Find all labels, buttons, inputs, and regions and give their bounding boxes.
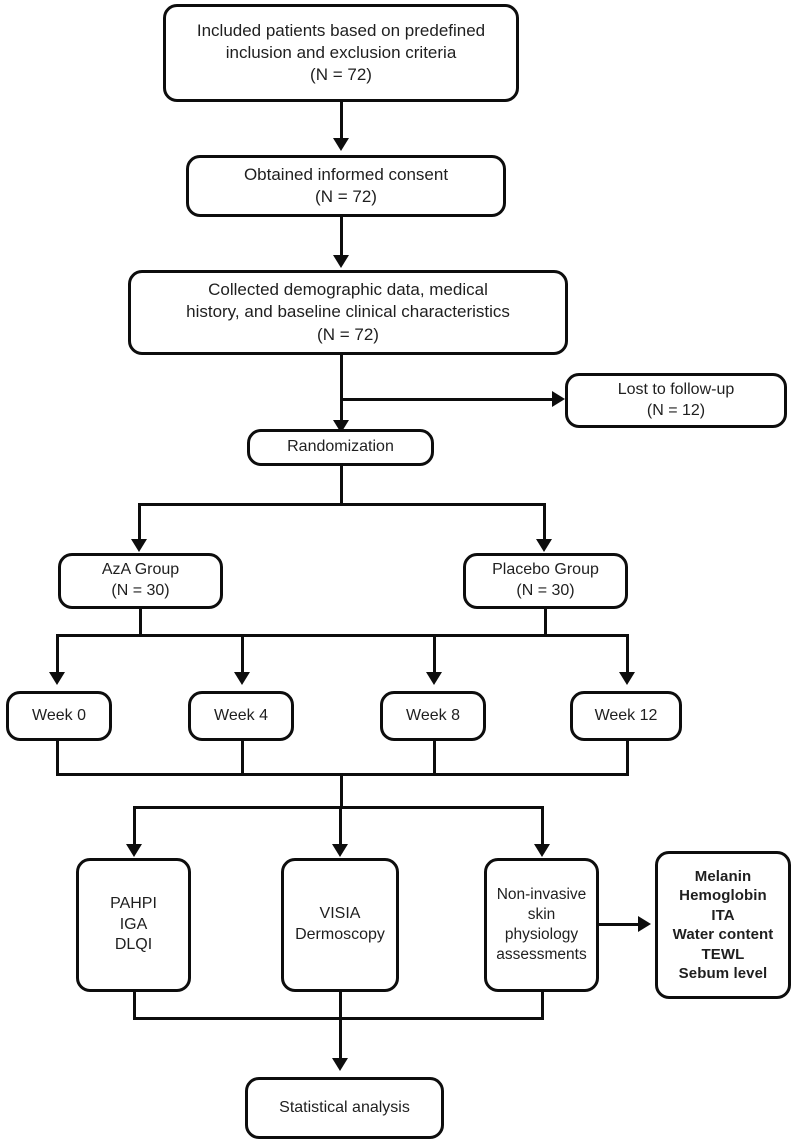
connector-baseline-to-lost-followup <box>340 398 556 401</box>
connector-to-week8 <box>433 634 436 676</box>
node-imaging-label: VISIA Dermoscopy <box>295 905 385 943</box>
arrowhead-to-skin-physiology <box>534 844 550 857</box>
node-week-0-label: Week 0 <box>32 706 86 724</box>
node-skin-physiology: Non-invasive skin physiology assessments <box>484 858 599 992</box>
arrowhead-to-week12 <box>619 672 635 685</box>
node-randomization-label: Randomization <box>287 438 394 456</box>
node-week-0: Week 0 <box>6 691 112 741</box>
connector-to-clinical-scores <box>133 806 136 848</box>
connector-week0-stem <box>56 741 59 776</box>
connector-skin-physiology-stem <box>541 992 544 1020</box>
connector-randomization-to-placebo <box>543 503 546 543</box>
connector-randomization-stem <box>340 466 343 506</box>
connector-week4-stem <box>241 741 244 776</box>
connector-to-statistical-analysis <box>339 1017 342 1062</box>
node-informed-consent-label: Obtained informed consent (N = 72) <box>243 164 449 206</box>
node-aza-group-label: AzA Group (N = 30) <box>101 561 180 599</box>
node-measurements: Melanin Hemoglobin ITA Water content TEW… <box>655 851 791 999</box>
connector-randomization-split-bar <box>138 503 546 506</box>
connector-inclusion-to-consent <box>340 102 343 140</box>
connector-to-imaging <box>339 806 342 848</box>
connector-aza-stem <box>139 609 142 636</box>
node-clinical-scores-label: PAHPI IGA DLQI <box>110 894 157 954</box>
node-week-4: Week 4 <box>188 691 294 741</box>
connector-final-merge-bar <box>133 1017 544 1020</box>
connector-week8-stem <box>433 741 436 776</box>
connector-to-skin-physiology <box>541 806 544 848</box>
arrowhead-to-clinical-scores <box>126 844 142 857</box>
connector-week-distribution-bar <box>56 634 629 637</box>
node-lost-to-followup-label: Lost to follow-up (N = 12) <box>617 380 735 419</box>
connector-week-merge-stem <box>340 773 343 809</box>
node-included-patients-label: Included patients based on predefined in… <box>196 20 486 85</box>
node-aza-group: AzA Group (N = 30) <box>58 553 223 609</box>
arrowhead-to-week8 <box>426 672 442 685</box>
node-informed-consent: Obtained informed consent (N = 72) <box>186 155 506 217</box>
arrowhead-to-week0 <box>49 672 65 685</box>
connector-to-week4 <box>241 634 244 676</box>
node-placebo-group: Placebo Group (N = 30) <box>463 553 628 609</box>
connector-clinical-scores-stem <box>133 992 136 1020</box>
arrowhead-skin-physiology-to-measurements <box>638 916 651 932</box>
arrowhead-to-statistical-analysis <box>332 1058 348 1071</box>
node-placebo-group-label: Placebo Group (N = 30) <box>492 561 599 599</box>
connector-skin-physiology-to-measurements <box>599 923 642 926</box>
connector-placebo-stem <box>544 609 547 636</box>
node-week-8-label: Week 8 <box>406 706 460 724</box>
node-week-8: Week 8 <box>380 691 486 741</box>
node-randomization: Randomization <box>247 429 434 466</box>
arrowhead-inclusion-to-consent <box>333 138 349 151</box>
node-imaging: VISIA Dermoscopy <box>281 858 399 992</box>
node-week-4-label: Week 4 <box>214 706 268 724</box>
node-baseline-data-label: Collected demographic data, medical hist… <box>186 280 510 344</box>
arrowhead-to-week4 <box>234 672 250 685</box>
arrowhead-randomization-to-aza <box>131 539 147 552</box>
arrowhead-to-imaging <box>332 844 348 857</box>
connector-to-week0 <box>56 634 59 676</box>
connector-week12-stem <box>626 741 629 776</box>
connector-randomization-to-aza <box>138 503 141 543</box>
connector-to-week12 <box>626 634 629 676</box>
arrowhead-baseline-to-lost-followup <box>552 391 565 407</box>
connector-consent-to-baseline <box>340 217 343 259</box>
node-week-12: Week 12 <box>570 691 682 741</box>
connector-imaging-stem <box>339 992 342 1020</box>
node-clinical-scores: PAHPI IGA DLQI <box>76 858 191 992</box>
connector-assessment-split-bar <box>133 806 544 809</box>
node-statistical-analysis-label: Statistical analysis <box>279 1098 410 1116</box>
node-week-12-label: Week 12 <box>594 706 658 724</box>
node-statistical-analysis: Statistical analysis <box>245 1077 444 1139</box>
node-lost-to-followup: Lost to follow-up (N = 12) <box>565 373 787 428</box>
arrowhead-randomization-to-placebo <box>536 539 552 552</box>
node-included-patients: Included patients based on predefined in… <box>163 4 519 102</box>
arrowhead-consent-to-baseline <box>333 255 349 268</box>
node-baseline-data: Collected demographic data, medical hist… <box>128 270 568 355</box>
connector-baseline-to-randomization <box>340 355 343 425</box>
node-skin-physiology-label: Non-invasive skin physiology assessments <box>496 885 587 964</box>
node-measurements-label: Melanin Hemoglobin ITA Water content TEW… <box>672 867 774 983</box>
